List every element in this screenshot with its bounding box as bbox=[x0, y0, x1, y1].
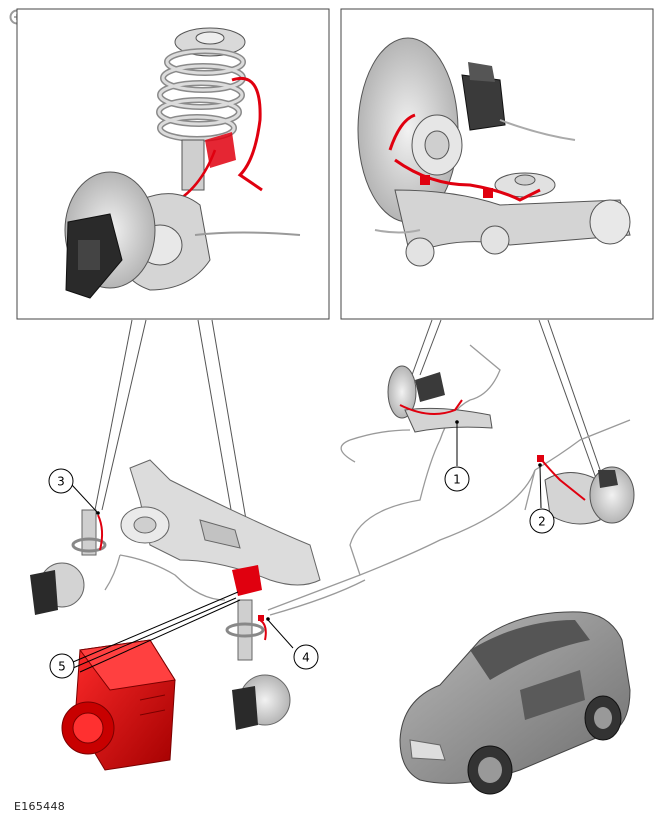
rear-knuckle-assembly-right bbox=[537, 455, 635, 525]
callout-3: 3 bbox=[48, 468, 74, 494]
callout-5: 5 bbox=[49, 653, 75, 679]
callout-pointer-dots bbox=[96, 420, 542, 621]
abs-module bbox=[61, 639, 176, 771]
callout-2: 2 bbox=[529, 508, 555, 534]
detail-panel-front-strut bbox=[16, 8, 330, 320]
vehicle-illustration bbox=[399, 611, 631, 795]
svg-text:5: 5 bbox=[58, 660, 66, 674]
svg-text:4: 4 bbox=[302, 651, 310, 665]
rear-knuckle-assembly-left bbox=[387, 365, 493, 433]
svg-text:2: 2 bbox=[538, 515, 546, 529]
figure-reference-id: E165448 bbox=[14, 800, 66, 813]
panel-leader-lines bbox=[94, 319, 606, 591]
callout-1: 1 bbox=[444, 466, 470, 492]
callout-4: 4 bbox=[293, 644, 319, 670]
callout-pointers bbox=[71, 423, 542, 673]
svg-text:1: 1 bbox=[453, 473, 461, 487]
detail-panel-rear-knuckle bbox=[340, 8, 654, 320]
svg-text:3: 3 bbox=[57, 475, 65, 489]
front-strut-right bbox=[225, 599, 291, 730]
bulkhead-structure bbox=[120, 459, 321, 596]
front-strut-left bbox=[30, 509, 107, 615]
